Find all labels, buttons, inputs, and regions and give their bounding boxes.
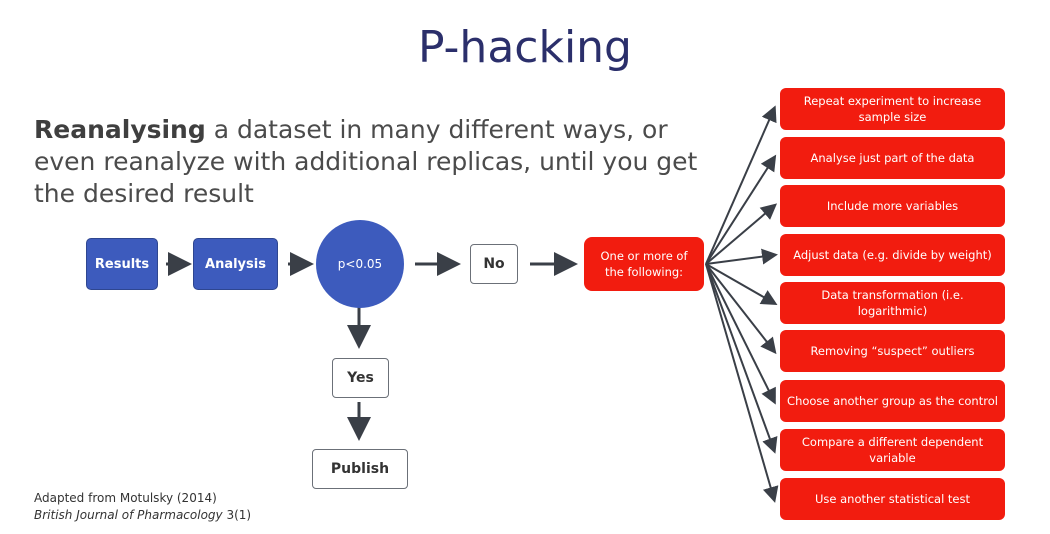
option-data-transformation: Data transformation (i.e. logarithmic) (780, 282, 1005, 324)
fan-arrow-5 (705, 263, 777, 355)
yes-box: Yes (332, 358, 389, 398)
option-repeat-experiment: Repeat experiment to increase sample siz… (780, 88, 1005, 130)
citation-journal: British Journal of Pharmacology (34, 508, 223, 522)
fan-arrow-0 (705, 105, 777, 265)
fan-arrows (705, 105, 779, 503)
option-statistical-test: Use another statistical test (780, 478, 1005, 520)
fan-arrow-4 (705, 263, 778, 305)
citation-volume: 3(1) (226, 508, 252, 522)
intro-rest: a dataset in many different ways, or eve… (34, 115, 698, 208)
slide-title: P-hacking (417, 22, 632, 73)
publish-box: Publish (312, 449, 408, 489)
option-analyse-part: Analyse just part of the data (780, 137, 1005, 179)
pvalue-circle: p<0.05 (316, 220, 404, 308)
option-remove-outliers: Removing “suspect” outliers (780, 330, 1005, 372)
fan-arrow-8 (705, 263, 779, 503)
results-box: Results (86, 238, 158, 290)
citation: Adapted from Motulsky (2014) British Jou… (34, 490, 251, 524)
fan-arrow-2 (705, 203, 778, 265)
fan-arrow-1 (705, 154, 777, 265)
one-or-more-box: One or more of the following: (584, 237, 704, 291)
fan-arrow-3 (705, 248, 778, 265)
citation-line1: Adapted from Motulsky (2014) (34, 491, 217, 505)
option-another-control: Choose another group as the control (780, 380, 1005, 422)
fan-arrow-7 (705, 263, 778, 454)
fan-arrow-6 (705, 263, 776, 405)
option-adjust-data: Adjust data (e.g. divide by weight) (780, 234, 1005, 276)
intro-text: Reanalysing a dataset in many different … (34, 114, 714, 210)
option-include-variables: Include more variables (780, 185, 1005, 227)
analysis-box: Analysis (193, 238, 278, 290)
intro-bold: Reanalysing (34, 115, 206, 144)
option-dependent-variable: Compare a different dependent variable (780, 429, 1005, 471)
no-box: No (470, 244, 518, 284)
